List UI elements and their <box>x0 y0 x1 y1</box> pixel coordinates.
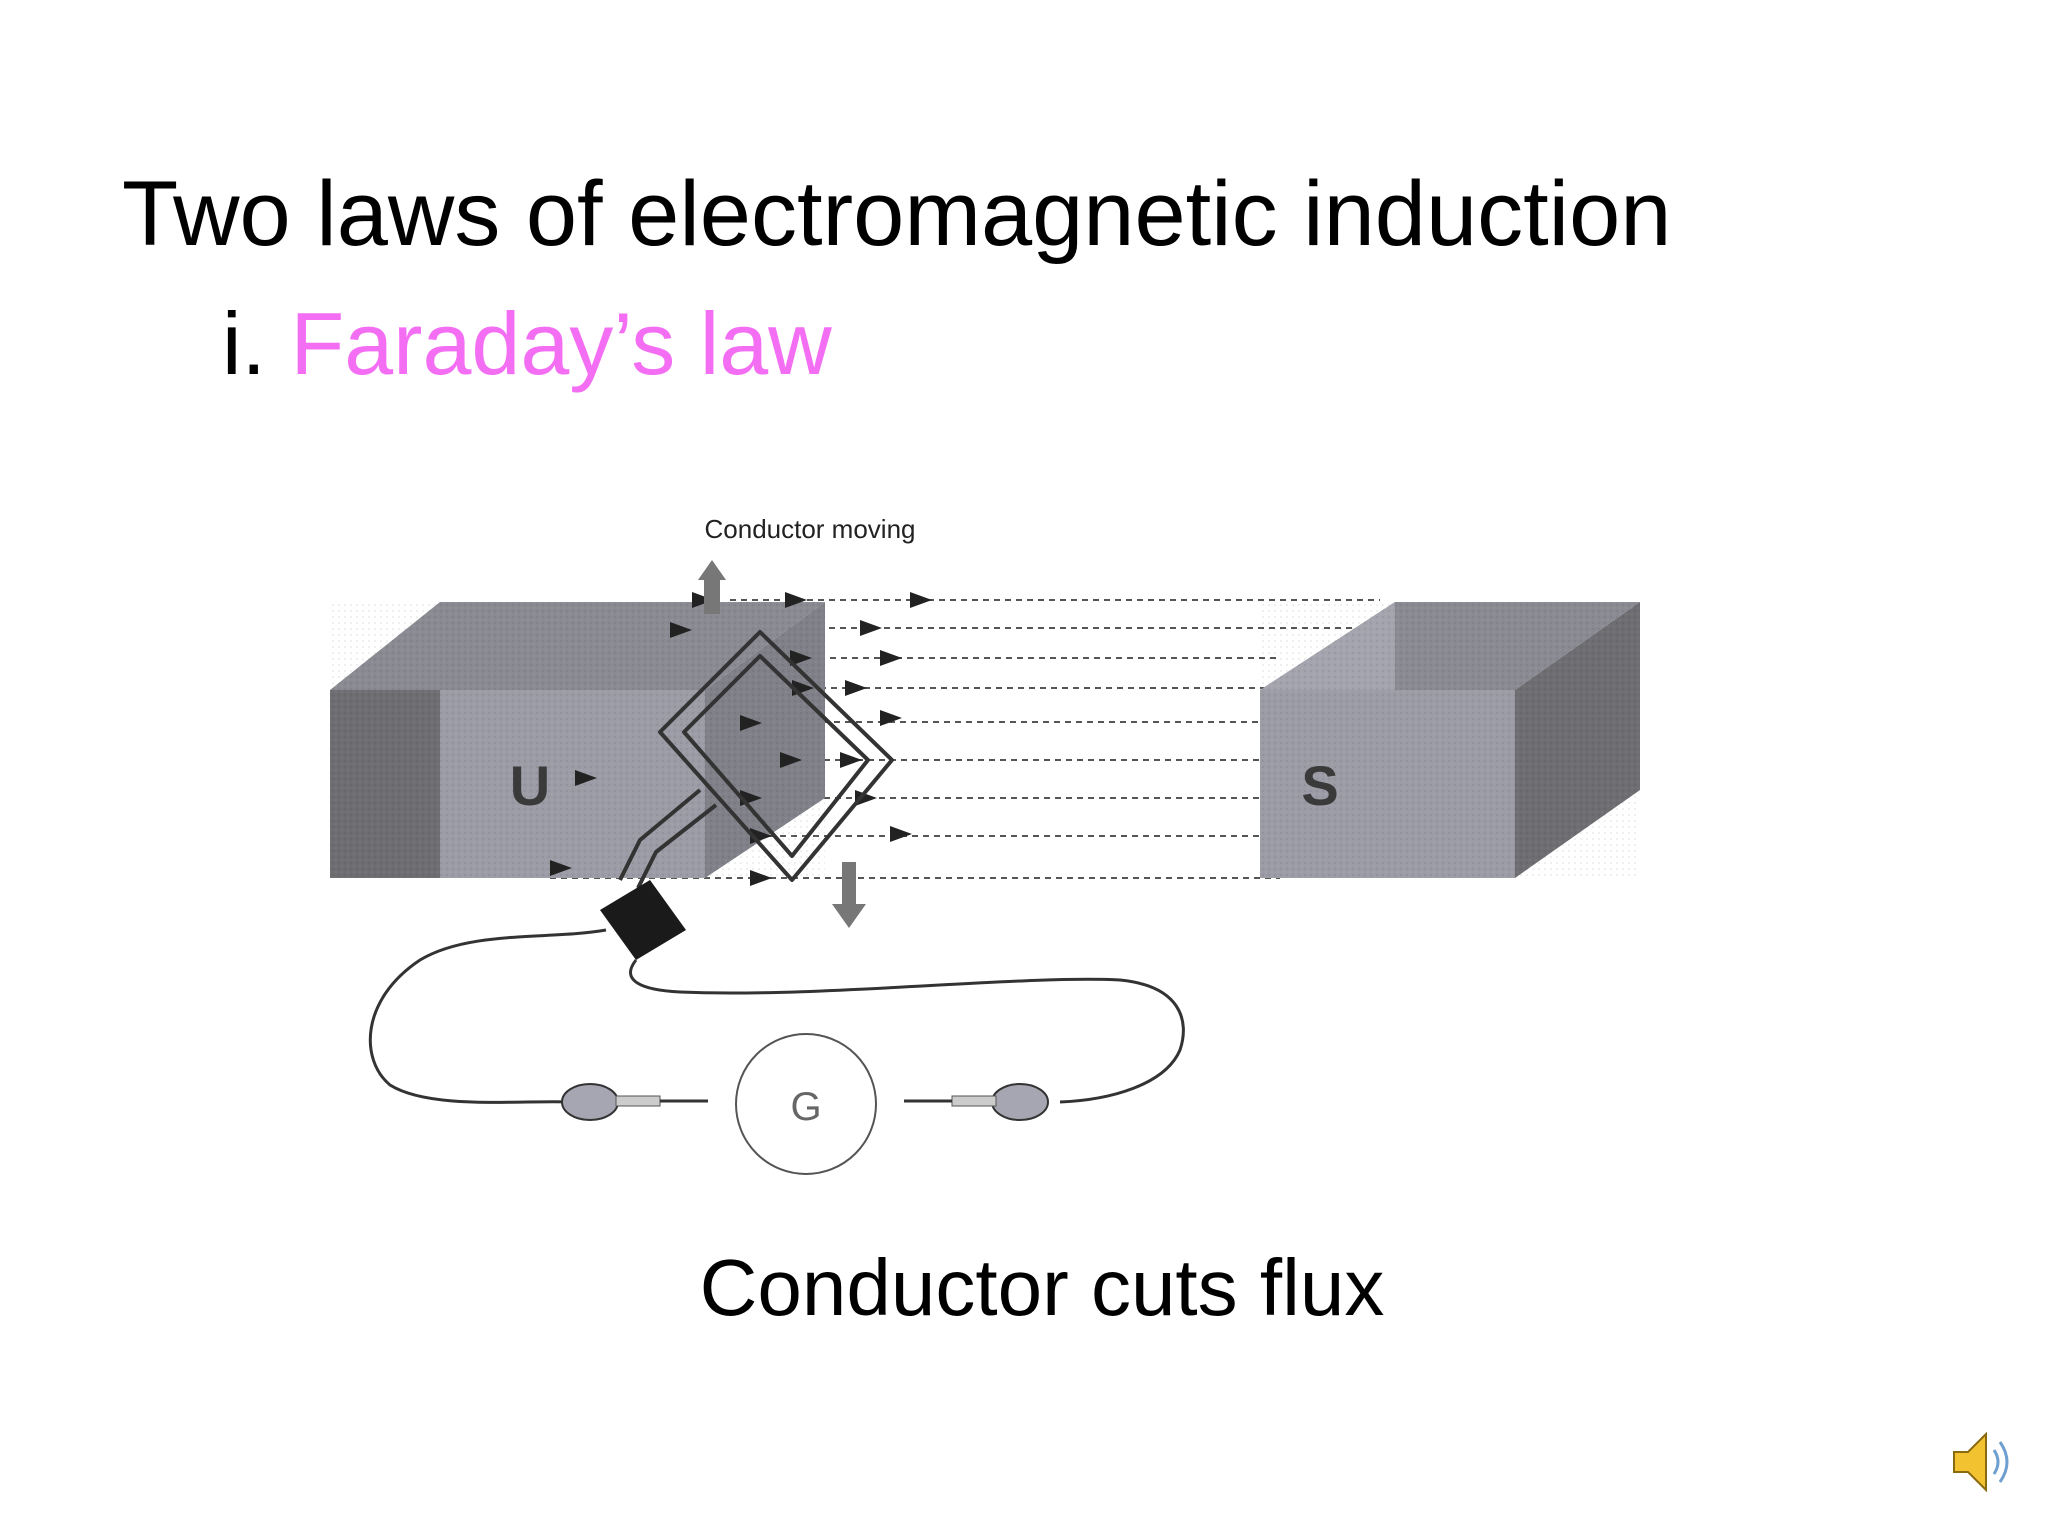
slide-subtitle: i. Faraday’s law <box>222 300 832 388</box>
slide-caption: Conductor cuts flux <box>699 1243 1385 1332</box>
motion-label: Conductor moving <box>705 514 916 544</box>
galvanometer: G <box>735 1033 877 1175</box>
galvanometer-label: G <box>790 1085 821 1129</box>
conductor-loop <box>618 630 894 889</box>
right-clip <box>904 1083 1049 1121</box>
slide-title: Two laws of electromagnetic induction <box>122 163 1672 265</box>
induction-diagram: U S <box>330 514 1640 1175</box>
right-magnet: S <box>1260 602 1640 878</box>
movement-arrows <box>698 560 866 928</box>
field-arrows <box>550 592 932 886</box>
left-pole-label: U <box>510 754 550 817</box>
right-pole-label: S <box>1301 754 1338 817</box>
connector-block <box>600 880 686 960</box>
left-clip <box>561 1083 708 1121</box>
subtitle-number: i. <box>222 294 266 393</box>
subtitle-law: Faraday’s law <box>290 294 832 393</box>
circuit-wire <box>368 928 1185 1104</box>
speaker-icon[interactable] <box>1950 1424 2018 1500</box>
